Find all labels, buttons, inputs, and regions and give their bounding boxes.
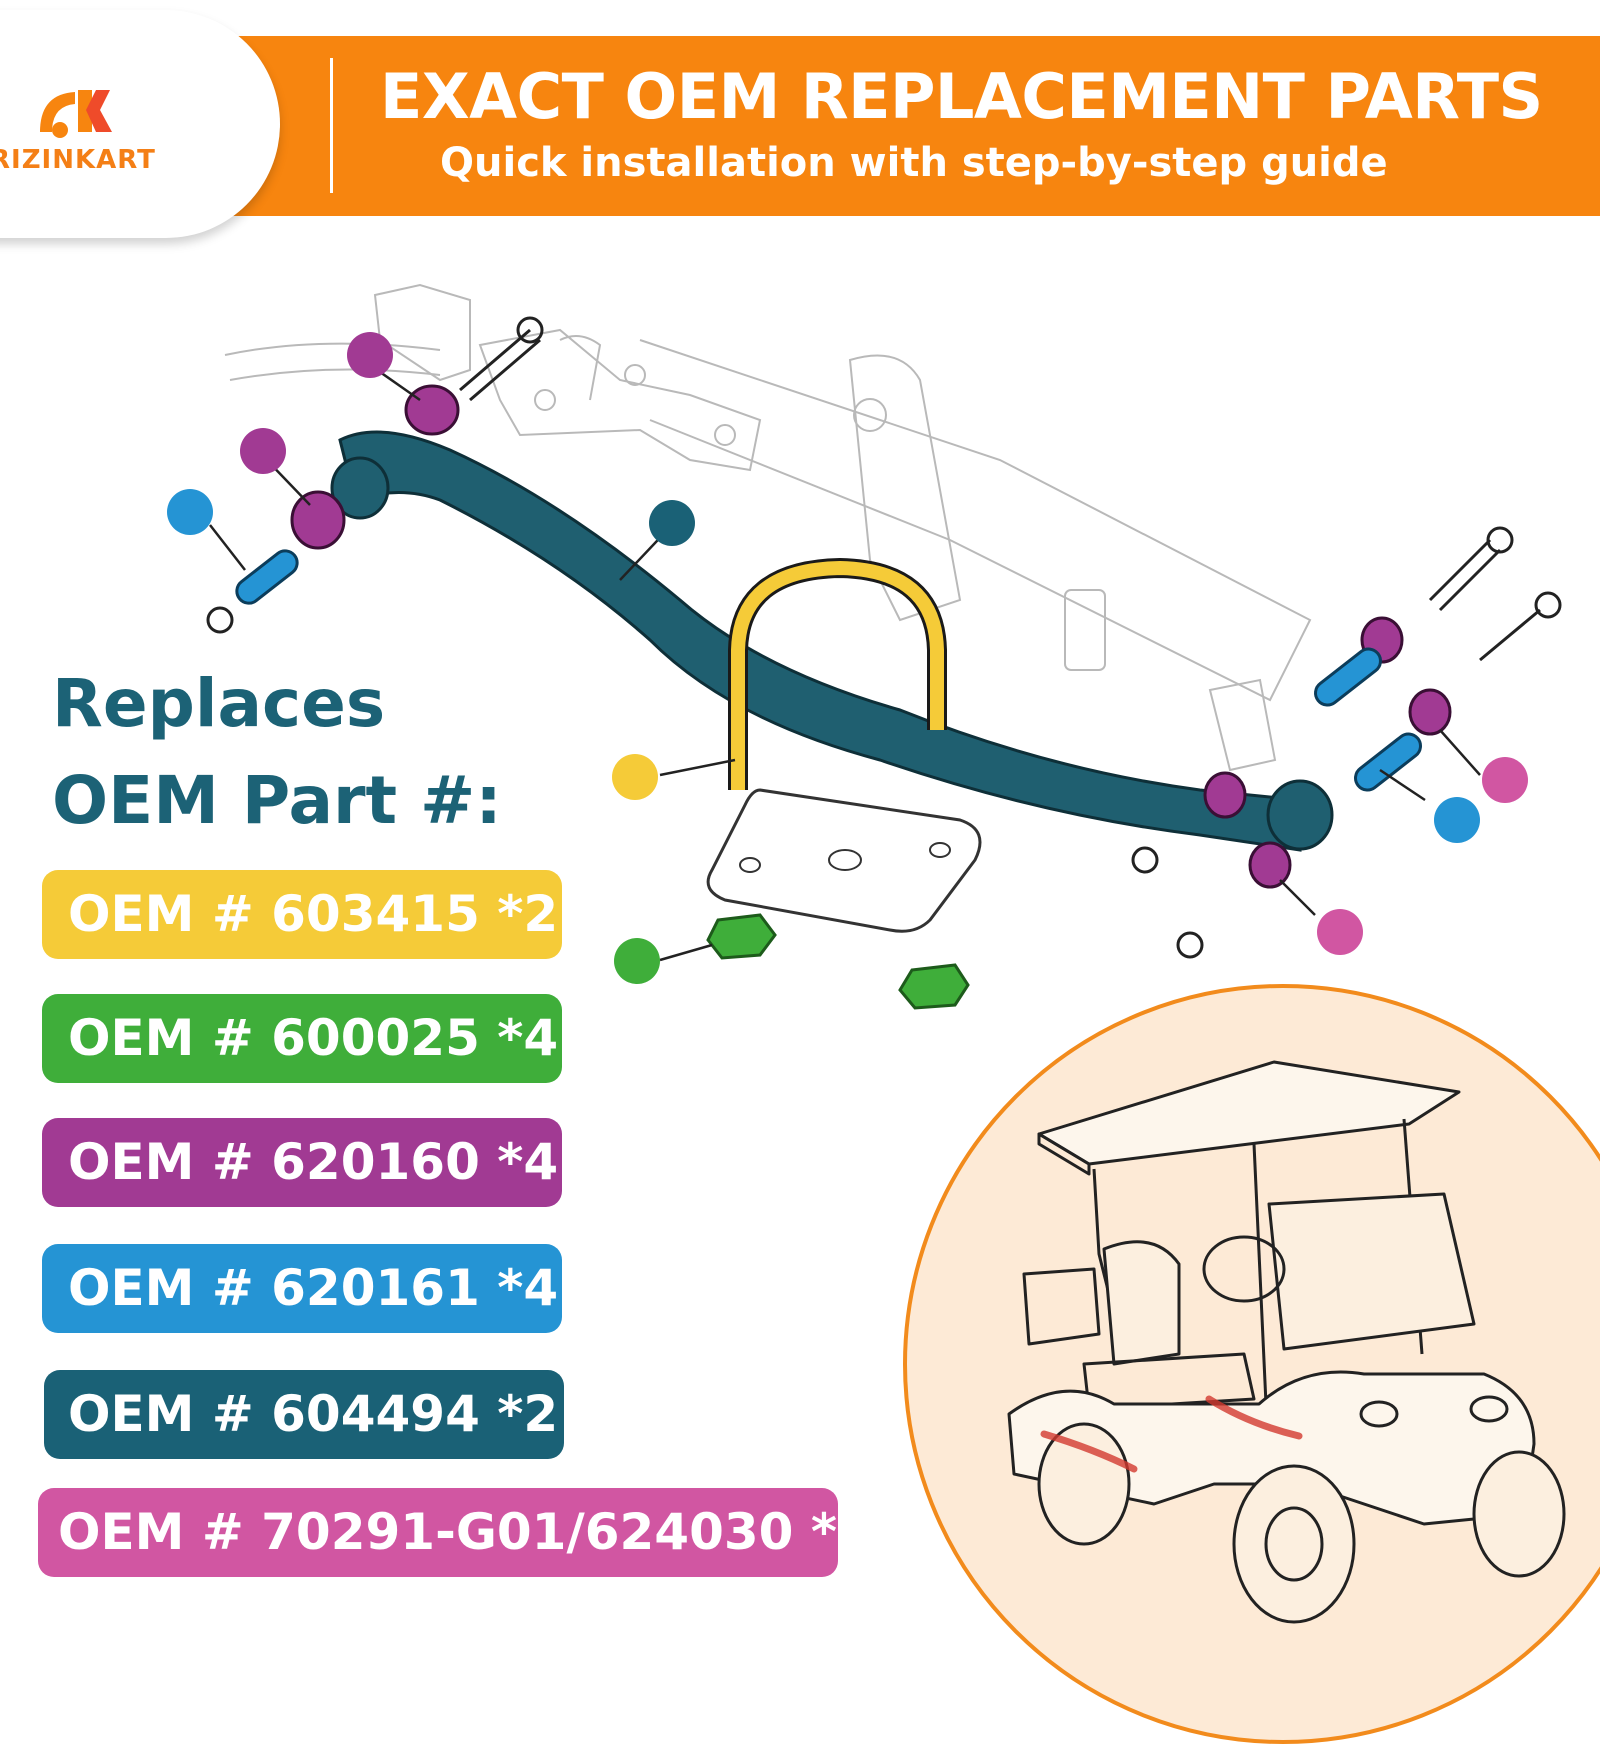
oem-badge-620161: OEM # 620161 *4 <box>42 1244 562 1333</box>
golf-cart-illustration <box>903 984 1600 1744</box>
page-subtitle: Quick installation with step-by-step gui… <box>440 140 1388 186</box>
replaces-line-2: OEM Part #: <box>52 762 502 839</box>
oem-badge-600025: OEM # 600025 *4 <box>42 994 562 1083</box>
replaces-heading: Replaces OEM Part #: <box>52 655 502 849</box>
rizinkart-logo-icon <box>40 90 112 138</box>
sleeves <box>235 549 1422 792</box>
page-title: EXACT OEM REPLACEMENT PARTS <box>380 60 1543 133</box>
spring-eye-left <box>330 456 390 520</box>
brand-name: RIZINKART <box>0 145 156 175</box>
parts-diagram <box>167 283 1562 1010</box>
bolts <box>206 316 1562 959</box>
oem-badge-70291-g01: OEM # 70291-G01/624030 *8 <box>38 1488 872 1577</box>
green-nut-right <box>898 963 970 1010</box>
logo-card: RIZINKART <box>0 10 280 238</box>
frame-outline <box>224 283 1312 772</box>
header-divider <box>330 58 333 193</box>
mounting-plate <box>706 788 982 933</box>
spring-eye-right <box>1266 779 1334 851</box>
green-nut-left <box>706 913 777 960</box>
callout-dots <box>167 332 1528 984</box>
oem-badge-620160: OEM # 620160 *4 <box>42 1118 562 1207</box>
oem-badge-604494: OEM # 604494 *2 <box>44 1370 564 1459</box>
golf-cart-icon <box>1007 1060 1566 1624</box>
replaces-line-1: Replaces <box>52 665 386 742</box>
oem-badge-603415: OEM # 603415 *2 <box>42 870 562 959</box>
